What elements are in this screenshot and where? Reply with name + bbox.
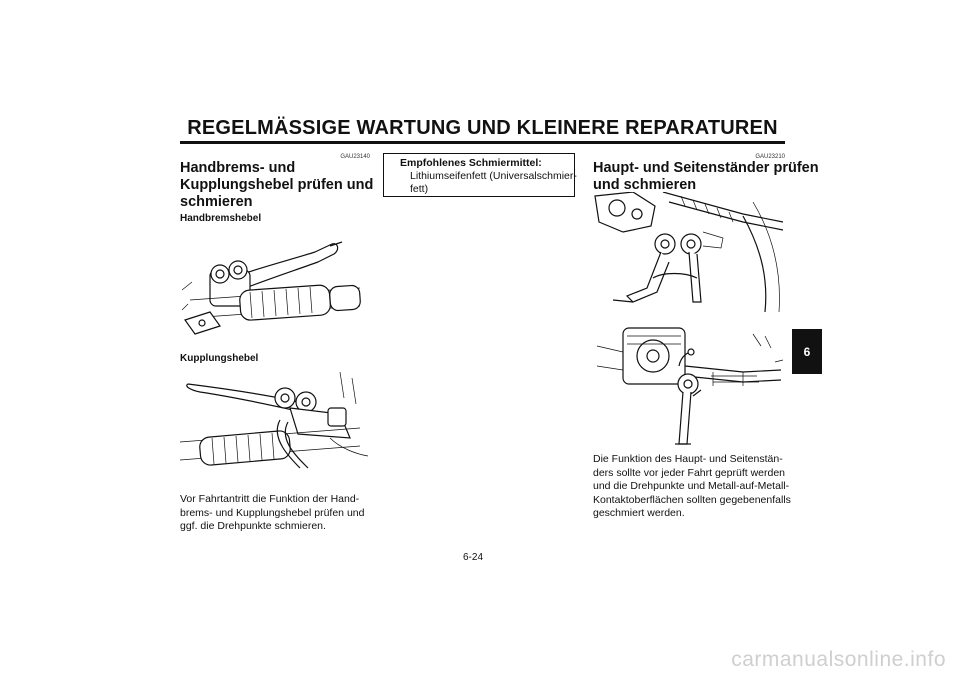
text-line: und die Drehpunkte und Metall-auf-Metall…: [593, 480, 790, 492]
lubricant-box-text: Lithiumseifenfett (Universalschmier- fet…: [400, 170, 577, 196]
text-line: ggf. die Drehpunkte schmieren.: [180, 520, 326, 532]
lubricant-box: Empfohlenes Schmiermittel: Lithiumseifen…: [383, 153, 577, 197]
heading-line: Haupt- und Seitenständer prüfen: [593, 160, 819, 176]
section-heading-right: Haupt- und Seitenständer prüfen und schm…: [593, 160, 819, 194]
text-line: fett): [410, 183, 429, 195]
heading-line: schmieren: [180, 194, 253, 210]
section-code-right: GAU23210: [755, 154, 785, 160]
chapter-tab[interactable]: 6: [792, 329, 822, 374]
text-line: brems- und Kupplungshebel prüfen und: [180, 506, 365, 519]
heading-line: Kupplungshebel prüfen und: [180, 177, 374, 193]
text-line: Lithiumseifenfett (Universalschmier-: [410, 170, 577, 182]
subheading-brake-lever: Handbremshebel: [180, 213, 262, 224]
heading-line: und schmieren: [593, 177, 697, 193]
side-stand-illustration: [593, 326, 785, 448]
text-line: Vor Fahrtantritt die Funktion der Hand-: [180, 493, 360, 505]
section-heading-left: Handbrems- und Kupplungshebel prüfen und…: [180, 160, 380, 211]
page-number: 6-24: [463, 552, 484, 563]
paragraph-right: Die Funktion des Haupt- und Seitenstän- …: [593, 453, 791, 521]
text-line: Die Funktion des Haupt- und Seitenstän-: [593, 453, 783, 465]
center-stand-illustration: [593, 192, 785, 314]
text-line: Kontaktoberflächen sollten gegebenenfall…: [593, 493, 791, 506]
page-title: REGELMÄSSIGE WARTUNG UND KLEINERE REPARA…: [187, 117, 778, 139]
text-line: ders sollte vor jeder Fahrt geprüft werd…: [593, 466, 786, 479]
watermark: carmanualsonline.info: [731, 648, 946, 671]
heading-line: Handbrems- und: [180, 160, 296, 176]
header-rule: [180, 141, 785, 144]
brake-lever-illustration: [180, 230, 370, 342]
text-line: geschmiert werden.: [593, 507, 685, 519]
subheading-clutch-lever: Kupplungshebel: [180, 353, 259, 364]
clutch-lever-illustration: [180, 368, 370, 470]
lubricant-box-title: Empfohlenes Schmiermittel:: [400, 157, 542, 169]
section-code-left: GAU23140: [340, 154, 370, 160]
paragraph-left: Vor Fahrtantritt die Funktion der Hand- …: [180, 493, 375, 534]
